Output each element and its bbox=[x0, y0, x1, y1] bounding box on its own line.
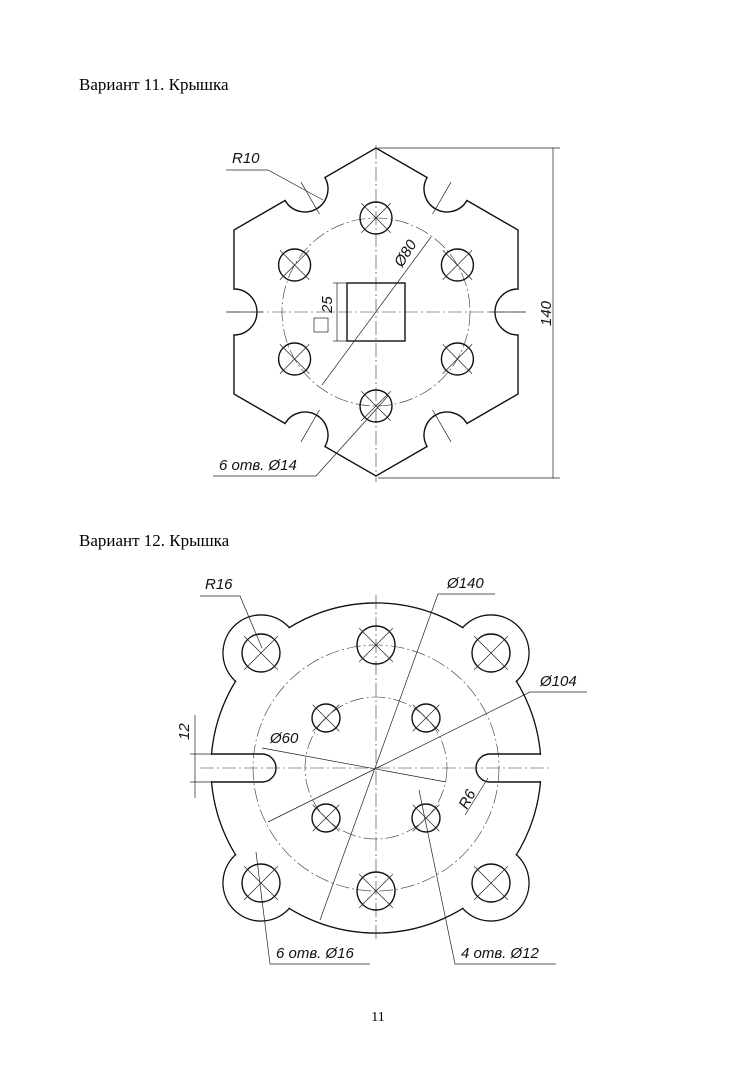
lug-hole bbox=[471, 863, 511, 903]
drawing-variant-11: 140 R10 Ø80 25 6 отв. Ø14 bbox=[213, 145, 560, 482]
notch-centerline bbox=[300, 409, 320, 443]
lug-hole bbox=[241, 633, 281, 673]
lug-hole bbox=[241, 863, 281, 903]
dim-label-d104: Ø104 bbox=[539, 673, 577, 690]
dim-label-r10: R10 bbox=[232, 150, 260, 167]
small-hole bbox=[411, 703, 441, 733]
page-number: 11 bbox=[371, 1010, 385, 1025]
bolt-hole bbox=[440, 342, 475, 376]
variant-11-heading: Вариант 11. Крышка bbox=[79, 75, 229, 94]
variant-12-heading: Вариант 12. Крышка bbox=[79, 531, 230, 550]
dim-label-140: 140 bbox=[538, 300, 555, 326]
dim-label-holes-16: 6 отв. Ø16 bbox=[276, 945, 355, 962]
small-hole bbox=[311, 703, 341, 733]
bolt-hole bbox=[356, 871, 396, 911]
notch-centerline bbox=[300, 181, 320, 215]
dimension-d80 bbox=[321, 236, 432, 386]
bolt-hole bbox=[440, 248, 475, 282]
lug-hole bbox=[471, 633, 511, 673]
dim-label-12: 12 bbox=[176, 723, 193, 740]
dim-label-d80: Ø80 bbox=[390, 237, 420, 271]
dim-label-r16: R16 bbox=[205, 576, 233, 593]
dim-label-d140: Ø140 bbox=[446, 575, 484, 592]
bolt-hole bbox=[359, 201, 393, 235]
bolt-hole bbox=[277, 342, 312, 376]
dim-label-holes: 6 отв. Ø14 bbox=[219, 457, 297, 474]
small-hole bbox=[411, 803, 441, 833]
small-hole bbox=[311, 803, 341, 833]
bolt-hole bbox=[359, 389, 393, 423]
square-symbol bbox=[313, 317, 329, 333]
square-hole bbox=[346, 282, 406, 342]
notch-centerline bbox=[432, 409, 452, 443]
drawing-variant-12: 12 R16 Ø140 Ø104 Ø60 R6 6 отв. Ø16 4 отв… bbox=[176, 575, 587, 965]
dim-label-holes-12: 4 отв. Ø12 bbox=[461, 945, 540, 962]
bolt-hole bbox=[277, 248, 312, 282]
notch-centerline bbox=[432, 181, 452, 215]
dim-label-25: 25 bbox=[319, 296, 336, 314]
dim-label-d60: Ø60 bbox=[269, 730, 299, 747]
bolt-hole bbox=[356, 625, 396, 665]
